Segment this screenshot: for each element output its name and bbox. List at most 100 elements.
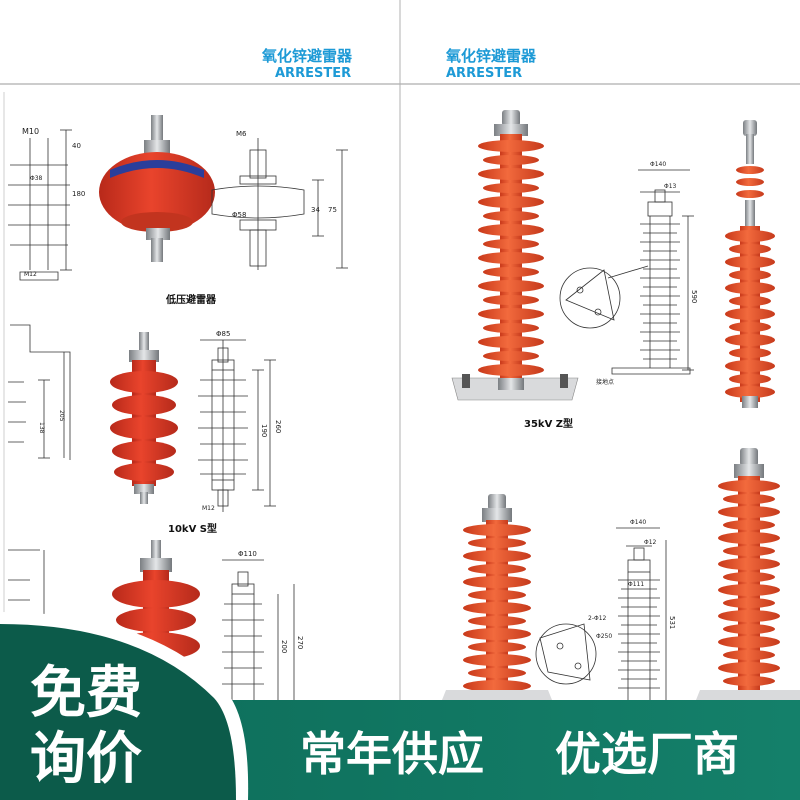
insulator-shed <box>478 196 544 208</box>
insulator-shed <box>468 616 526 626</box>
low-voltage-arrester-photo <box>99 115 215 262</box>
dim-75: 75 <box>328 206 337 214</box>
insulator-shed <box>718 610 780 622</box>
badge-line-2[interactable]: 询价 <box>30 727 142 792</box>
dim-270: 270 <box>296 636 304 649</box>
insulator-shed <box>478 336 544 348</box>
insulator-shed <box>463 550 531 562</box>
dim-180: 180 <box>72 190 85 198</box>
dim-58: Φ58 <box>232 211 246 219</box>
insulator-shed <box>463 628 531 640</box>
label-ground-plate: 接地点 <box>596 378 614 386</box>
dim-140-a: Φ140 <box>650 161 666 168</box>
insulator-shed <box>483 239 539 249</box>
slogan-supply: 常年供应 <box>300 727 484 781</box>
insulator-shed <box>718 506 780 518</box>
insulator-shed <box>725 256 775 268</box>
insulator-shed <box>723 676 775 686</box>
dim-590: 590 <box>690 290 698 303</box>
insulator-shed <box>463 654 531 666</box>
insulator-shed <box>723 494 775 504</box>
insulator-shed <box>723 546 775 556</box>
dim-250: Φ250 <box>596 633 612 640</box>
dim-140-b: Φ140 <box>630 519 646 526</box>
partial-drawing-2 <box>8 324 71 460</box>
badge <box>0 624 236 800</box>
insulator-shed <box>723 624 775 634</box>
insulator-shed <box>725 230 775 242</box>
insulator-shed <box>463 576 531 588</box>
insulator-shed <box>478 140 544 152</box>
dim-34: 34 <box>311 206 320 214</box>
insulator-shed <box>729 322 771 332</box>
right-header-title-zh: 氧化锌避雷器 <box>445 47 537 65</box>
slogan-manufacturer: 优选厂商 <box>555 727 739 781</box>
insulator-shed <box>718 558 780 570</box>
insulator-shed <box>478 168 544 180</box>
insulator-shed <box>483 267 539 277</box>
insulator-shed <box>723 572 775 582</box>
dim-190: 190 <box>260 424 268 437</box>
dim-200: 200 <box>280 640 288 653</box>
insulator-shed <box>468 564 526 574</box>
insulator-shed <box>478 308 544 320</box>
partial-drawing-1 <box>8 129 72 281</box>
insulator-shed <box>725 360 775 372</box>
insulator-shed <box>483 351 539 361</box>
insulator-shed <box>725 282 775 294</box>
insulator-shed <box>478 224 544 236</box>
insulator-shed <box>718 584 780 596</box>
insulator-shed <box>463 524 531 536</box>
left-header-title-en: ARRESTER <box>275 66 351 81</box>
dim-2x12: 2-Φ12 <box>588 615 607 622</box>
insulator-shed <box>478 252 544 264</box>
insulator-shed <box>725 386 775 398</box>
arrester-lower-right-drawing <box>535 527 667 700</box>
insulator-shed <box>725 334 775 346</box>
dim-13: Φ13 <box>664 183 677 190</box>
arrester-lower-right-photo-2 <box>696 448 800 700</box>
dim-531: 531 <box>668 616 676 629</box>
insulator-shed <box>483 155 539 165</box>
insulator-shed <box>729 374 771 384</box>
arrester-10kv-photo <box>110 332 178 504</box>
insulator-shed <box>718 662 780 674</box>
dim-40: 40 <box>72 142 81 150</box>
insulator-shed <box>463 602 531 614</box>
dim-m6: M6 <box>236 130 247 138</box>
insulator-shed <box>729 348 771 358</box>
arrester-35kv-drawing <box>559 169 694 375</box>
insulator-shed <box>478 280 544 292</box>
arrester-right-tall-photo <box>725 120 775 408</box>
caption-35kv: 35kV Z型 <box>524 417 573 430</box>
insulator-shed <box>483 323 539 333</box>
dim-260: 260 <box>274 420 282 433</box>
insulator-shed <box>483 295 539 305</box>
dim-m10: M10 <box>22 127 39 136</box>
dim-205: 205 <box>58 410 65 422</box>
insulator-shed <box>468 668 526 678</box>
dim-85: Φ85 <box>216 330 230 338</box>
dim-m12-b: M12 <box>202 505 215 512</box>
dim-38: Φ38 <box>30 175 43 182</box>
insulator-shed <box>718 480 780 492</box>
insulator-shed <box>468 642 526 652</box>
insulator-shed <box>723 598 775 608</box>
insulator-shed <box>478 364 544 376</box>
dim-111: Φ111 <box>628 581 644 588</box>
insulator-shed <box>483 211 539 221</box>
insulator-shed <box>725 308 775 320</box>
dim-12: Φ12 <box>644 539 657 546</box>
insulator-shed <box>729 244 771 254</box>
caption-low-voltage: 低压避雷器 <box>165 293 217 306</box>
insulator-shed <box>729 270 771 280</box>
insulator-shed <box>718 636 780 648</box>
insulator-shed <box>723 520 775 530</box>
dim-138: 138 <box>38 422 45 434</box>
dim-m12-a: M12 <box>24 271 37 278</box>
insulator-shed <box>729 296 771 306</box>
caption-10kv: 10kV S型 <box>168 522 217 535</box>
insulator-shed <box>723 650 775 660</box>
badge-line-1[interactable]: 免费 <box>30 661 142 726</box>
